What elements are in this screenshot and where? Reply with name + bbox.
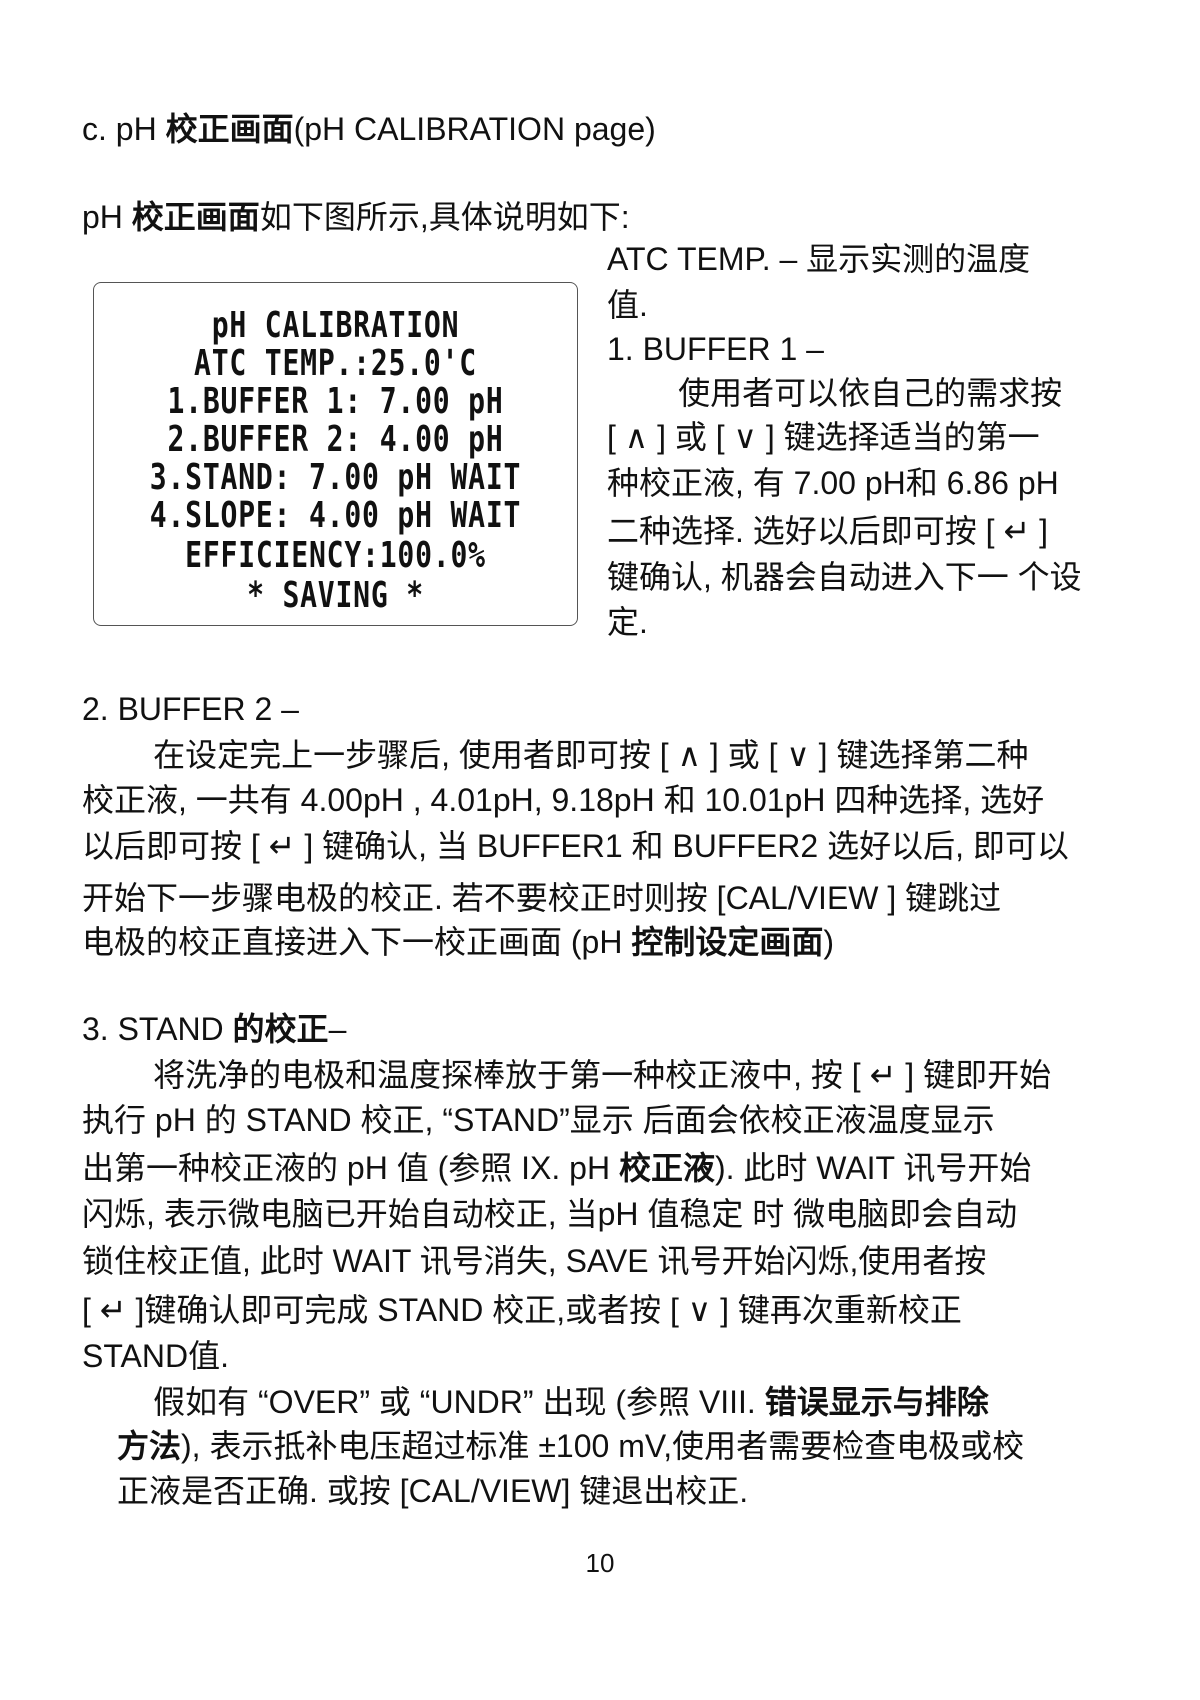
right-text-line: 二种选择. 选好以后即可按 [ ↵ ] bbox=[607, 513, 1049, 549]
text: 电极的校正直接进入下一校正画面 (pH bbox=[82, 924, 632, 960]
stand-line: 将洗净的电极和温度探棒放于第一种校正液中, 按 [ ↵ ] 键即开始 bbox=[82, 1057, 1052, 1093]
buffer2-line: 在设定完上一步骤后, 使用者即可按 [ ∧ ] 或 [ ∨ ] 键选择第二种 bbox=[82, 737, 1029, 773]
stand-line: 正液是否正确. 或按 [CAL/VIEW] 键退出校正. bbox=[117, 1473, 749, 1509]
right-text-line: 值. bbox=[607, 287, 648, 323]
stand-heading: 3. STAND 的校正– bbox=[82, 1009, 346, 1049]
heading-prefix: c. pH bbox=[82, 111, 166, 147]
lcd-line: pH CALIBRATION bbox=[211, 305, 460, 346]
bold-text: 的校正 bbox=[232, 1011, 329, 1047]
right-text-line: ATC TEMP. – 显示实测的温度 bbox=[607, 241, 1031, 277]
right-text-line: 1. BUFFER 1 – bbox=[607, 331, 824, 367]
right-text-line: [ ∧ ] 或 [ ∨ ] 键选择适当的第一 bbox=[607, 419, 1040, 455]
lcd-screen-figure: pH CALIBRATION ATC TEMP.:25.0'C 1.BUFFER… bbox=[93, 282, 578, 626]
buffer2-line: 校正液, 一共有 4.00pH , 4.01pH, 9.18pH 和 10.01… bbox=[82, 782, 1045, 818]
lcd-line: 2.BUFFER 2: 4.00 pH bbox=[167, 419, 504, 460]
stand-line: 假如有 “OVER” 或 “UNDR” 出现 (参照 VIII. 错误显示与排除 bbox=[82, 1382, 989, 1422]
text: – bbox=[328, 1011, 347, 1047]
stand-line: 闪烁, 表示微电脑已开始自动校正, 当pH 值稳定 时 微电脑即会自动 bbox=[82, 1196, 1018, 1232]
buffer2-line: 以后即可按 [ ↵ ] 键确认, 当 BUFFER1 和 BUFFER2 选好以… bbox=[82, 828, 1069, 864]
buffer2-line: 开始下一步骤电极的校正. 若不要校正时则按 [CAL/VIEW ] 键跳过 bbox=[82, 880, 1002, 916]
page-number: 10 bbox=[585, 1548, 615, 1578]
right-text-line: 定. bbox=[607, 604, 648, 640]
right-text-line: 使用者可以依自己的需求按 bbox=[607, 375, 1063, 411]
text: 假如有 “OVER” 或 “UNDR” 出现 (参照 VIII. bbox=[82, 1384, 765, 1420]
lcd-line: * SAVING * bbox=[247, 575, 424, 616]
lcd-line: 3.STAND: 7.00 pH WAIT bbox=[149, 457, 522, 498]
intro-text: pH 校正画面如下图所示,具体说明如下: bbox=[82, 197, 630, 237]
section-heading: c. pH 校正画面(pH CALIBRATION page) bbox=[82, 109, 656, 149]
heading-bold: 校正画面 bbox=[165, 111, 294, 147]
right-text-line: 种校正液, 有 7.00 pH和 6.86 pH bbox=[607, 465, 1059, 501]
text: ), 表示抵补电压超过标准 ±100 mV,使用者需要检查电极或校 bbox=[181, 1428, 1025, 1464]
stand-line: STAND值. bbox=[82, 1338, 229, 1374]
lcd-line: 4.SLOPE: 4.00 pH WAIT bbox=[149, 495, 522, 536]
text: ) bbox=[823, 924, 835, 960]
stand-line: 出第一种校正液的 pH 值 (参照 IX. pH 校正液). 此时 WAIT 讯… bbox=[82, 1148, 1031, 1188]
stand-line: 方法), 表示抵补电压超过标准 ±100 mV,使用者需要检查电极或校 bbox=[117, 1426, 1024, 1466]
stand-line: 锁住校正值, 此时 WAIT 讯号消失, SAVE 讯号开始闪烁,使用者按 bbox=[82, 1243, 987, 1279]
lcd-line: EFFICIENCY:100.0% bbox=[185, 535, 486, 576]
bold-text: 校正液 bbox=[618, 1150, 715, 1186]
intro-prefix: pH bbox=[82, 199, 132, 235]
heading-suffix: (pH CALIBRATION page) bbox=[293, 111, 656, 147]
stand-line: 执行 pH 的 STAND 校正, “STAND”显示 后面会依校正液温度显示 bbox=[82, 1102, 995, 1138]
lcd-line: ATC TEMP.:25.0'C bbox=[194, 343, 477, 384]
stand-line: [ ↵ ]键确认即可完成 STAND 校正,或者按 [ ∨ ] 键再次重新校正 bbox=[82, 1292, 962, 1328]
lcd-line: 1.BUFFER 1: 7.00 pH bbox=[167, 381, 504, 422]
buffer2-heading: 2. BUFFER 2 – bbox=[82, 691, 299, 727]
text: 出第一种校正液的 pH 值 (参照 IX. pH bbox=[82, 1150, 619, 1186]
buffer2-line: 电极的校正直接进入下一校正画面 (pH 控制设定画面) bbox=[82, 922, 834, 962]
bold-text: 错误显示与排除 bbox=[764, 1384, 989, 1420]
right-text-line: 键确认, 机器会自动进入下一 个设 bbox=[607, 559, 1082, 595]
intro-bold: 校正画面 bbox=[131, 199, 260, 235]
bold-text: 方法 bbox=[117, 1428, 182, 1464]
intro-suffix: 如下图所示,具体说明如下: bbox=[259, 199, 630, 235]
bold-text: 控制设定画面 bbox=[631, 924, 824, 960]
text: 3. STAND bbox=[82, 1011, 233, 1047]
text: ). 此时 WAIT 讯号开始 bbox=[714, 1150, 1032, 1186]
